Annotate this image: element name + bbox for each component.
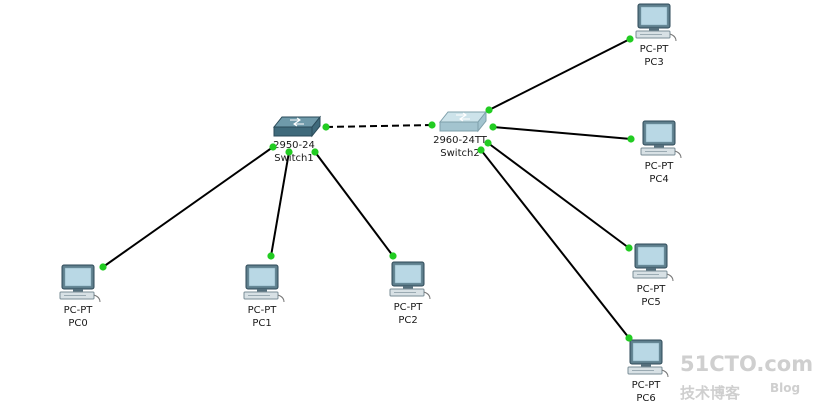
pc2-pc-icon[interactable]: PC-PT PC2 [389, 261, 431, 326]
switch2-switch-icon[interactable]: 2960-24TT Switch2 [433, 110, 488, 159]
link-status-dot-switch1-switch2-a [322, 123, 330, 131]
link-switch2-pc5[interactable] [487, 142, 630, 249]
link-status-dot-switch2-pc4-b [627, 135, 635, 143]
link-status-dot-switch1-pc2-b [389, 252, 397, 260]
link-status-dot-switch2-pc4-a [489, 123, 497, 131]
link-status-dot-switch2-pc6-a [477, 146, 485, 154]
pc5-pc-icon[interactable]: PC-PT PC5 [632, 243, 674, 308]
watermark-blog: Blog [770, 381, 800, 395]
watermark-site: 51CTO.com [680, 352, 813, 376]
link-switch1-switch2[interactable] [325, 124, 433, 128]
devices-layer: 2950-24Switch12960-24TTSwitch2PC-PTPC0PC… [59, 3, 682, 404]
link-status-dot-switch2-pc5-a [484, 139, 492, 147]
pc1-model-label: PC-PT [248, 305, 278, 316]
link-status-dot-switch1-pc1-b [267, 252, 275, 260]
switch1-name-label: Switch1 [274, 153, 313, 164]
link-switch2-pc6[interactable] [480, 149, 630, 339]
link-status-dot-switch1-pc1-a [285, 148, 293, 156]
pc4-model-label: PC-PT [645, 161, 675, 172]
watermark-subtitle: 技术博客 [680, 384, 741, 402]
pc4-pc-icon[interactable]: PC-PT PC4 [640, 120, 682, 185]
link-switch2-pc4[interactable] [492, 126, 632, 140]
link-switch1-pc0[interactable] [102, 146, 274, 268]
switch2-model-label: 2960-24TT [433, 135, 488, 146]
links-layer [102, 38, 632, 339]
pc3-name-label: PC3 [644, 57, 663, 68]
link-status-dot-switch1-switch2-b [428, 121, 436, 129]
pc2-name-label: PC2 [398, 315, 417, 326]
pc2-model-label: PC-PT [394, 302, 424, 313]
pc1-pc-icon[interactable]: PC-PT PC1 [243, 264, 285, 329]
pc6-pc-icon[interactable]: PC-PT PC6 [627, 339, 669, 404]
pc5-name-label: PC5 [641, 297, 660, 308]
link-status-dot-switch1-pc0-b [99, 263, 107, 271]
pc5-model-label: PC-PT [637, 284, 667, 295]
pc6-model-label: PC-PT [632, 380, 662, 391]
switch1-model-label: 2950-24 [273, 140, 315, 151]
link-status-dot-switch1-pc2-a [311, 148, 319, 156]
pc0-pc-icon[interactable]: PC-PT PC0 [59, 264, 101, 329]
link-status-dot-switch2-pc6-b [625, 334, 633, 342]
watermark: 51CTO.com 技术博客 Blog [680, 352, 813, 402]
pc1-name-label: PC1 [252, 318, 271, 329]
pc0-name-label: PC0 [68, 318, 87, 329]
pc6-name-label: PC6 [636, 393, 655, 404]
pc0-model-label: PC-PT [64, 305, 94, 316]
pc4-name-label: PC4 [649, 174, 668, 185]
link-switch1-pc2[interactable] [314, 151, 394, 257]
link-status-dot-switch2-pc3-a [485, 106, 493, 114]
link-status-dot-switch2-pc5-b [625, 244, 633, 252]
link-status-dot-switch1-pc0-a [269, 143, 277, 151]
pc3-model-label: PC-PT [640, 44, 670, 55]
link-status-dot-switch2-pc3-b [626, 35, 634, 43]
link-switch2-pc3[interactable] [488, 38, 631, 111]
link-status-layer [99, 35, 635, 342]
link-switch1-pc1[interactable] [270, 151, 290, 257]
pc3-pc-icon[interactable]: PC-PT PC3 [635, 3, 677, 68]
switch2-name-label: Switch2 [440, 148, 479, 159]
